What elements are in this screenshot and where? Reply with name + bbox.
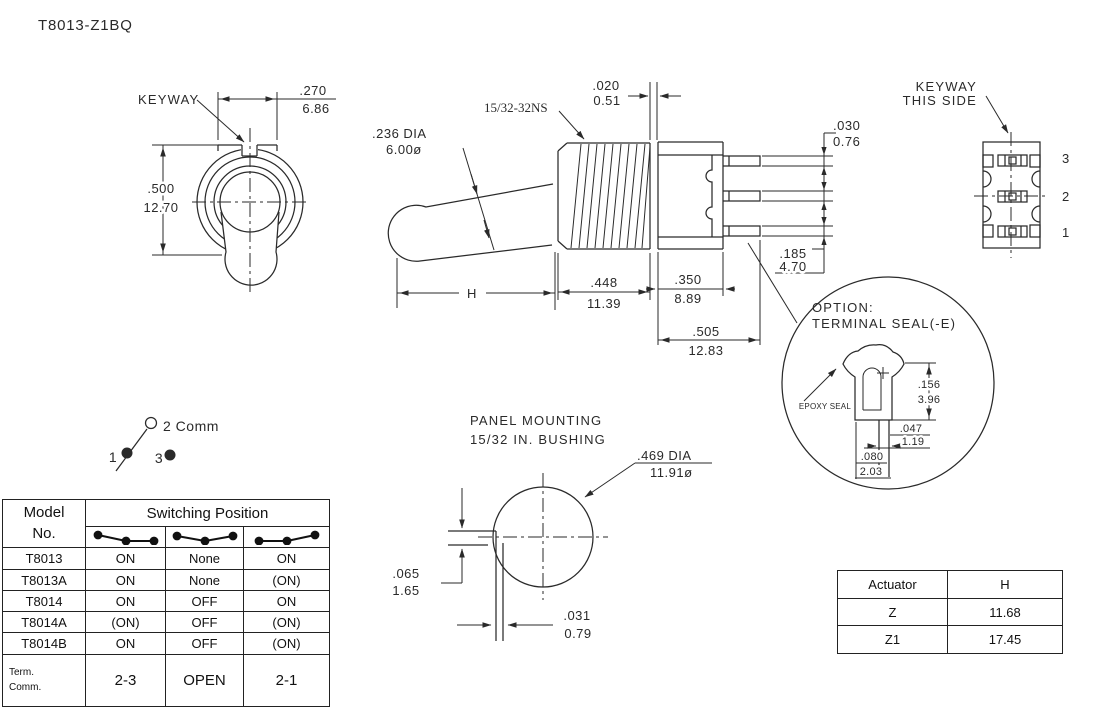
terminal-1-icon bbox=[121, 447, 133, 459]
terminal-3-icon bbox=[164, 449, 176, 461]
dim-body-in: .350 bbox=[674, 272, 701, 287]
dim-body-mm: 8.89 bbox=[674, 291, 701, 306]
panel-mounting-view bbox=[441, 462, 712, 641]
table-row: T8014A (ON) OFF (ON) bbox=[2, 611, 331, 633]
circuit-schematic bbox=[115, 416, 176, 472]
table-row: T8013A ON None (ON) bbox=[2, 569, 331, 591]
model-no-header: Model No. bbox=[2, 499, 86, 548]
dim-panel-notch-mm: 1.65 bbox=[392, 583, 419, 598]
lever-right-icon bbox=[242, 526, 331, 548]
model-cell: T8014A bbox=[2, 611, 86, 633]
dim-front-height-in: .500 bbox=[147, 181, 174, 196]
dim-front-width-in: .270 bbox=[299, 83, 326, 98]
dim-seal-base-in: .080 bbox=[861, 451, 884, 463]
seal-option-line1: OPTION: bbox=[812, 300, 874, 315]
actuator-header: Actuator bbox=[837, 570, 948, 599]
dim-panel-notch-in: .065 bbox=[392, 566, 419, 581]
dim-seal-depth-mm: 3.96 bbox=[918, 394, 941, 406]
dim-panel-dia-mm: 11.91ø bbox=[650, 465, 693, 480]
dim-lever-dia-in: .236 DIA bbox=[372, 126, 427, 141]
dim-seal-tab-mm: 1.19 bbox=[902, 436, 925, 448]
model-cell: T8014 bbox=[2, 590, 86, 612]
panel-mount-title-line2: 15/32 IN. BUSHING bbox=[470, 432, 606, 447]
rear-keyway-label-line2: THIS SIDE bbox=[903, 93, 977, 108]
model-header-line1: Model bbox=[23, 504, 65, 522]
dim-seal-tab-in: .047 bbox=[900, 423, 923, 435]
epoxy-seal-label: EPOXY SEAL bbox=[799, 402, 851, 411]
table-row: T8014 ON OFF ON bbox=[2, 590, 331, 612]
table-row: T8013 ON None ON bbox=[2, 547, 331, 570]
model-header-line2: No. bbox=[32, 524, 56, 542]
table-row-terminals: Term. Comm. 2-3 OPEN 2-1 bbox=[2, 654, 331, 707]
dim-panel-slot-mm: 0.79 bbox=[564, 626, 591, 641]
actuator-table: Actuator H Z 11.68 Z1 17.45 bbox=[837, 570, 1063, 654]
seal-option-line2: TERMINAL SEAL(-E) bbox=[812, 316, 956, 331]
switching-position-table: Model No. Switching Position T8013 ON No… bbox=[2, 499, 331, 707]
front-keyway-label: KEYWAY bbox=[138, 92, 199, 107]
dim-gap-in: .020 bbox=[592, 78, 619, 93]
circuit-terminal-1-label: 1 bbox=[109, 449, 117, 465]
dim-overall-in: .505 bbox=[692, 324, 719, 339]
switching-position-header: Switching Position bbox=[84, 499, 331, 527]
front-view bbox=[152, 92, 336, 292]
panel-mount-title-line1: PANEL MOUNTING bbox=[470, 413, 602, 428]
circuit-terminal-3-label: 3 bbox=[155, 450, 163, 466]
dim-front-width-mm: 6.86 bbox=[302, 101, 329, 116]
table-row: Z 11.68 bbox=[837, 598, 1063, 626]
dim-bushing-in: .448 bbox=[590, 275, 617, 290]
page-title: T8013-Z1BQ bbox=[38, 17, 133, 34]
side-view bbox=[387, 82, 836, 345]
dim-terminal-pitch-in: .185 bbox=[779, 246, 806, 261]
thread-spec-label: 15/32-32NS bbox=[484, 100, 548, 115]
model-cell: T8013 bbox=[2, 547, 86, 570]
dim-panel-dia-in: .469 DIA bbox=[637, 448, 692, 463]
terminals-common-label: Term. Comm. bbox=[2, 654, 86, 707]
rear-view bbox=[974, 95, 1049, 258]
dim-overall-mm: 12.83 bbox=[688, 343, 723, 358]
dim-terminal-thickness-in: .030 bbox=[833, 118, 860, 133]
dim-lever-dia-mm: 6.00ø bbox=[386, 142, 422, 157]
dim-front-height-mm: 12.70 bbox=[143, 200, 178, 215]
table-row: Z1 17.45 bbox=[837, 625, 1063, 654]
circuit-comm-label: 2 Comm bbox=[163, 418, 219, 434]
lever-left-icon bbox=[85, 526, 166, 548]
dim-terminal-thickness-mm: 0.76 bbox=[833, 134, 860, 149]
rear-terminal-3-label: 3 bbox=[1062, 151, 1070, 166]
dim-h-label: H bbox=[467, 286, 477, 301]
comm-terminal-icon bbox=[144, 416, 158, 430]
dim-terminal-pitch-mm: 4.70 bbox=[779, 259, 806, 274]
rear-terminal-1-label: 1 bbox=[1062, 225, 1070, 240]
rear-terminal-2-label: 2 bbox=[1062, 189, 1070, 204]
table-row: T8014B ON OFF (ON) bbox=[2, 632, 331, 655]
dim-seal-depth-in: .156 bbox=[918, 379, 941, 391]
rear-keyway-label-line1: KEYWAY bbox=[916, 79, 977, 94]
model-cell: T8013A bbox=[2, 569, 86, 591]
dim-panel-slot-in: .031 bbox=[563, 608, 590, 623]
dim-bushing-mm: 11.39 bbox=[587, 296, 621, 311]
dim-seal-base-mm: 2.03 bbox=[860, 466, 883, 478]
model-cell: T8014B bbox=[2, 632, 86, 655]
h-header: H bbox=[947, 570, 1063, 599]
lever-center-icon bbox=[165, 526, 244, 548]
terminal-seal-detail bbox=[781, 276, 995, 490]
dim-gap-mm: 0.51 bbox=[593, 93, 620, 108]
